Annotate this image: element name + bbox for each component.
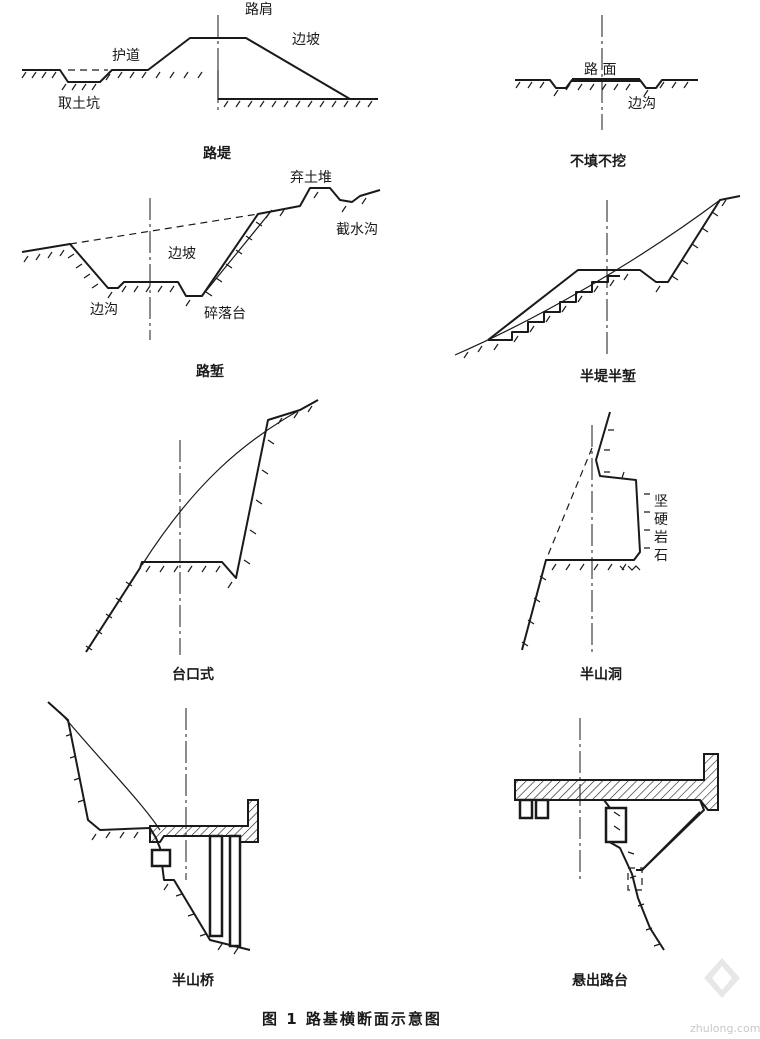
label-debris-platform: 碎落台 bbox=[204, 306, 246, 322]
label-hard-rock-3: 岩 bbox=[654, 530, 668, 546]
label-borrow-pit: 取土坑 bbox=[58, 96, 100, 112]
panel-bench: 台口式 bbox=[85, 399, 319, 683]
label-pavement: 路 面 bbox=[584, 62, 616, 78]
label-side-ditch-cut: 边沟 bbox=[90, 302, 118, 318]
label-side-ditch: 边沟 bbox=[628, 96, 656, 112]
panel-half-fill-half-cut: 半堤半堑 bbox=[454, 195, 741, 385]
label-side-slope-cut: 边坡 bbox=[168, 246, 196, 262]
panel-embankment: 路肩 边坡 护道 取土坑 路堤 bbox=[21, 2, 378, 162]
panel-at-grade: 路 面 边沟 不填不挖 bbox=[515, 15, 698, 170]
caption-cantilever: 悬出路台 bbox=[571, 972, 628, 989]
caption-embankment: 路堤 bbox=[203, 145, 232, 162]
label-intercept-ditch: 截水沟 bbox=[336, 222, 378, 238]
watermark-text: zhulong.com bbox=[690, 1022, 760, 1035]
panel-cutting: 弃土堆 截水沟 边坡 边沟 碎落台 路堑 bbox=[21, 170, 381, 380]
label-shoulder: 路肩 bbox=[245, 2, 273, 18]
caption-half-tunnel: 半山洞 bbox=[580, 666, 622, 683]
label-side-slope: 边坡 bbox=[292, 32, 320, 48]
panel-half-tunnel: 坚 硬 岩 石 半山洞 bbox=[521, 411, 668, 683]
label-hard-rock-4: 石 bbox=[654, 548, 668, 564]
caption-at-grade: 不填不挖 bbox=[570, 153, 626, 170]
watermark-logo bbox=[704, 958, 740, 998]
watermark: zhulong.com bbox=[690, 958, 760, 1035]
label-spoil-bank: 弃土堆 bbox=[290, 170, 332, 186]
caption-bench: 台口式 bbox=[172, 666, 214, 683]
figure-caption: 图 1 路基横断面示意图 bbox=[262, 1010, 442, 1028]
label-berm: 护道 bbox=[112, 48, 140, 64]
panel-cantilever: 悬出路台 bbox=[514, 718, 719, 989]
label-hard-rock-1: 坚 bbox=[654, 494, 668, 510]
caption-cutting: 路堑 bbox=[196, 363, 224, 380]
caption-half-fill-half-cut: 半堤半堑 bbox=[580, 368, 636, 385]
label-hard-rock-2: 硬 bbox=[654, 512, 668, 528]
panel-half-bridge: 半山桥 bbox=[47, 701, 259, 989]
caption-half-bridge: 半山桥 bbox=[172, 972, 215, 989]
